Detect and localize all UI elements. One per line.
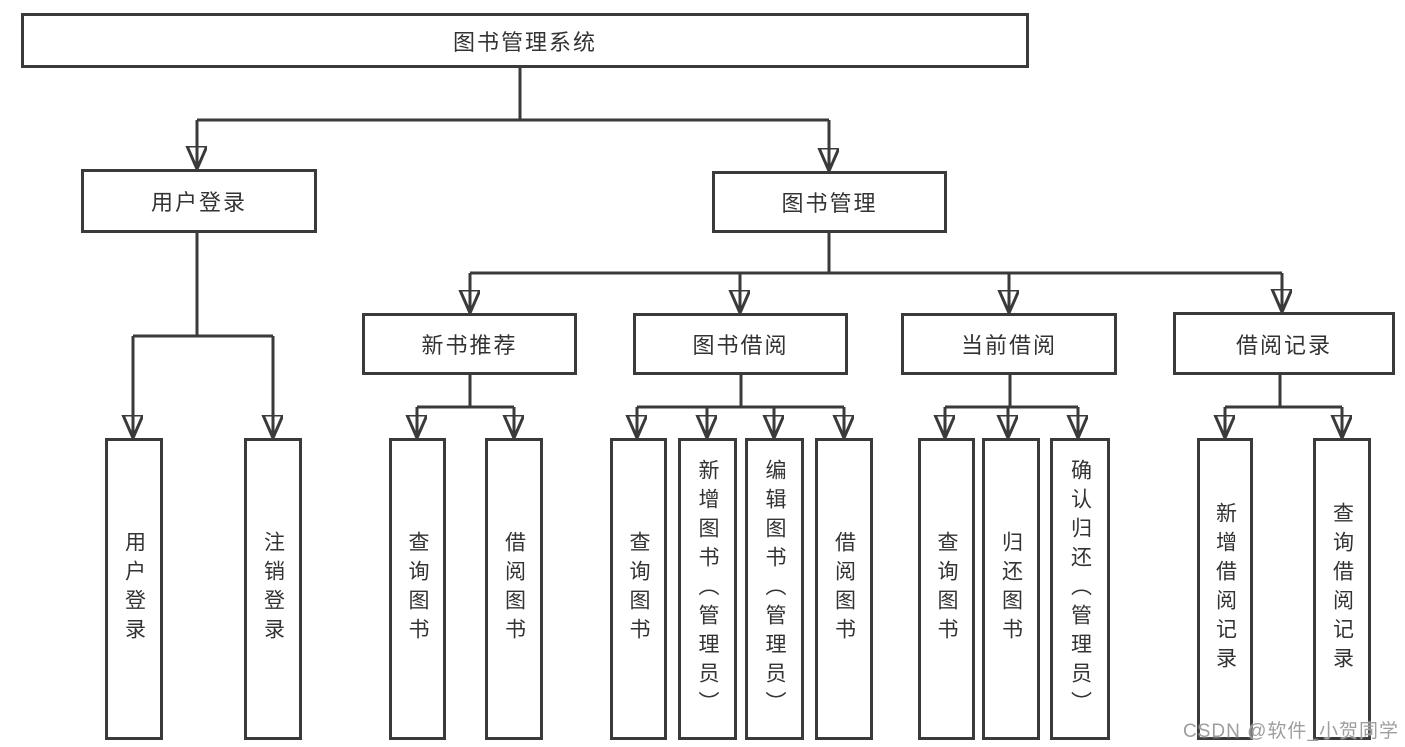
node-current-borrow: 当前借阅 [901,313,1117,375]
node-book-management: 图书管理 [712,171,947,233]
leaf-query-books-1-label: 查询图书 [406,531,429,647]
node-book-management-label: 图书管理 [781,191,878,216]
leaf-user-login-label: 用户登录 [122,531,146,647]
leaf-query-books-3: 查询图书 [918,438,975,740]
borrow-records-split-connector [1225,375,1342,438]
leaf-query-books-2: 查询图书 [610,438,667,740]
node-borrow-records: 借阅记录 [1173,312,1395,375]
leaf-query-books-3-label: 查询图书 [935,531,958,647]
leaf-return-books: 归还图书 [982,438,1040,740]
leaf-borrow-books-2: 借阅图书 [815,438,873,740]
node-book-borrow-label: 图书借阅 [692,333,789,358]
current-borrow-split-connector [945,375,1078,438]
leaf-user-login: 用户登录 [105,438,163,740]
leaf-confirm-return-admin: 确认归还（管理员） [1050,438,1110,740]
leaf-add-book-admin-label: 新增图书（管理员） [696,458,719,720]
leaf-query-borrow-record-label: 查询借阅记录 [1330,502,1354,676]
new-book-recommend-split-connector [417,375,514,438]
leaf-edit-book-admin-label: 编辑图书（管理员） [763,458,786,720]
leaf-logout: 注销登录 [244,438,302,740]
leaf-add-borrow-record: 新增借阅记录 [1197,438,1253,740]
leaf-query-books-1: 查询图书 [389,438,446,740]
leaf-borrow-books-2-label: 借阅图书 [832,531,856,647]
node-root-label: 图书管理系统 [452,29,597,55]
node-current-borrow-label: 当前借阅 [960,333,1057,358]
user-login-split-connector [133,233,273,438]
leaf-borrow-books-1-label: 借阅图书 [502,531,526,647]
node-borrow-records-label: 借阅记录 [1235,332,1332,358]
csdn-watermark: CSDN @软件_小贺同学 [1183,721,1399,742]
node-new-book-recommend-label: 新书推荐 [421,333,518,358]
leaf-confirm-return-admin-label: 确认归还（管理员） [1068,458,1092,720]
node-book-borrow: 图书借阅 [633,313,848,375]
leaf-logout-label: 注销登录 [261,531,285,647]
leaf-query-borrow-record: 查询借阅记录 [1313,438,1371,740]
leaf-edit-book-admin: 编辑图书（管理员） [745,438,804,740]
node-user-login-label: 用户登录 [150,190,247,215]
leaf-borrow-books-1: 借阅图书 [485,438,543,740]
node-new-book-recommend: 新书推荐 [362,313,577,375]
leaf-add-book-admin: 新增图书（管理员） [678,438,737,740]
node-root-library-system: 图书管理系统 [21,13,1029,68]
node-user-login: 用户登录 [81,169,317,233]
root-split-connector [197,68,829,171]
book-management-split-connector [470,233,1282,313]
book-borrow-split-connector [637,375,844,438]
leaf-query-books-2-label: 查询图书 [627,531,650,647]
leaf-return-books-label: 归还图书 [999,531,1023,647]
leaf-add-borrow-record-label: 新增借阅记录 [1213,502,1237,676]
